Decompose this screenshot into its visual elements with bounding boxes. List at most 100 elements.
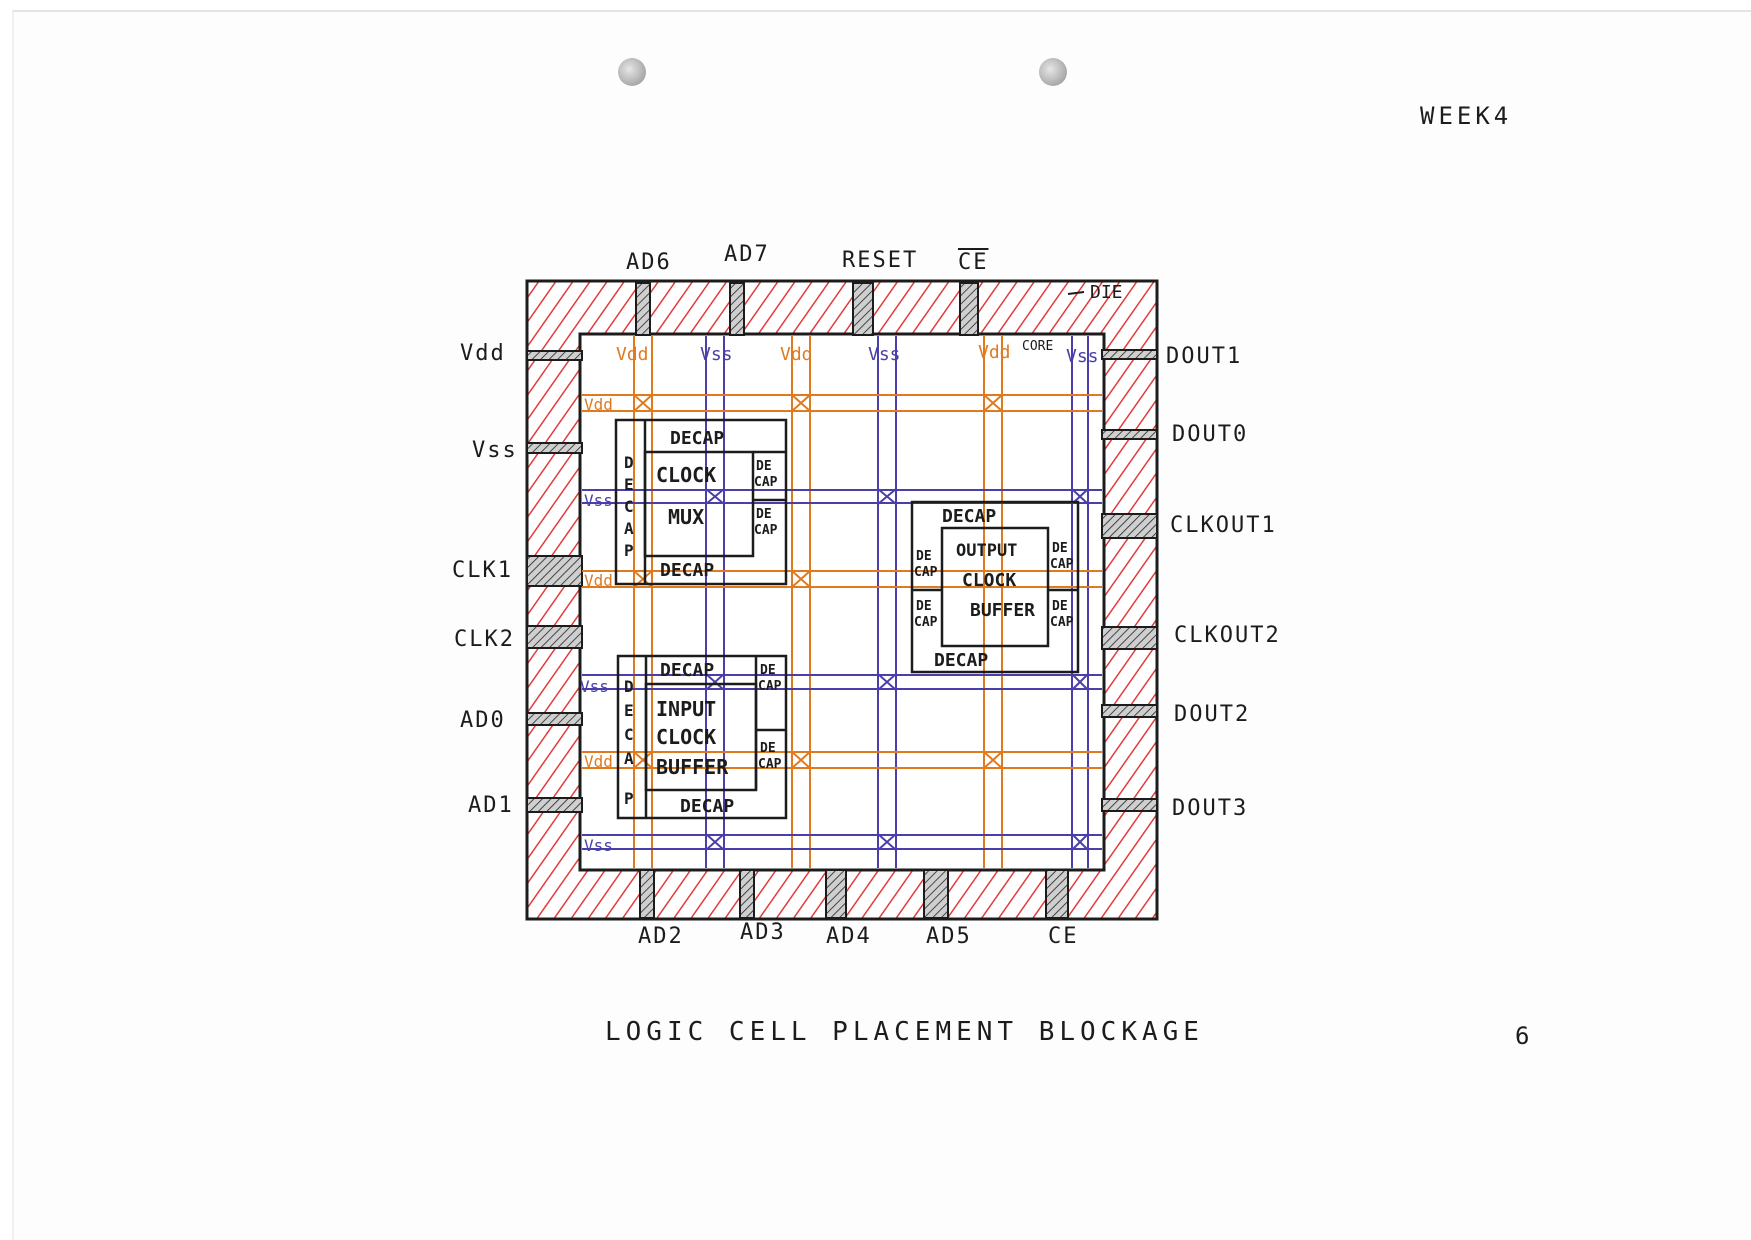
pin-pad-left — [526, 712, 583, 726]
pin-label-left-4: CLK2 — [454, 627, 515, 652]
decap-small-line: CAP — [758, 679, 782, 694]
input-clock-buffer-text: DECAP DECAP INPUT CLOCK BUFFER D E C A P… — [624, 660, 782, 817]
pin-label-bottom-3: AD4 — [826, 924, 872, 949]
via-mark — [790, 569, 812, 589]
decap-vertical-letter: C — [624, 497, 634, 516]
strap-label-v: Vdd — [780, 344, 813, 365]
via-mark — [705, 673, 725, 691]
horizontal-rail-labels: Vdd Vss Vdd Vss Vdd Vss — [580, 395, 613, 855]
decap-small-line: CAP — [758, 757, 782, 772]
via-mark — [982, 393, 1004, 413]
pin-pad-left — [526, 350, 583, 361]
pin-pad-top — [635, 282, 651, 336]
decap-small-line: CAP — [754, 523, 778, 538]
pin-pad-left — [526, 442, 583, 454]
decap-small-line: DE — [756, 507, 772, 522]
bottom-pads — [639, 869, 1069, 919]
die-pointer — [1067, 291, 1085, 295]
via-mark — [632, 393, 654, 413]
block-outline — [614, 418, 788, 586]
decap-vertical-letter: C — [624, 725, 634, 744]
rail-label-h: Vdd — [584, 571, 613, 590]
core-label: CORE — [1022, 339, 1053, 354]
pin-label-top-1: AD6 — [626, 250, 672, 275]
pin-label-bottom-4: AD5 — [926, 924, 972, 949]
decap-vertical-letter: E — [624, 701, 634, 720]
clock-mux-text: DECAP DECAP CLOCK MUX D E C A P DE CAP D… — [624, 428, 778, 581]
decap-small-line: CAP — [914, 565, 938, 580]
decap-small-line: DE — [756, 459, 772, 474]
cell-core — [940, 526, 1050, 648]
pin-label-left-1: Vdd — [460, 341, 506, 366]
core-area — [578, 332, 1106, 872]
pin-pad-left — [526, 555, 583, 587]
decap-top-label: DECAP — [670, 428, 724, 449]
right-pads — [1101, 349, 1158, 812]
pin-pad-top — [852, 282, 874, 336]
via-mark — [982, 750, 1004, 770]
pin-label-top-2: AD7 — [724, 242, 770, 267]
pin-label-right-1: DOUT1 — [1166, 344, 1243, 369]
pin-pad-top — [729, 282, 745, 336]
via-mark — [632, 750, 654, 770]
die-label: DIE — [1090, 282, 1123, 303]
decap-small-line: DE — [916, 599, 932, 614]
pin-label-right-3: CLKOUT1 — [1170, 513, 1277, 538]
decap-small-line: CAP — [914, 615, 938, 630]
decap-small-line: DE — [760, 741, 776, 756]
via-mark — [790, 750, 812, 770]
pin-label-right-6: DOUT3 — [1172, 796, 1249, 821]
decap-bottom-label: DECAP — [680, 796, 734, 817]
rail-label-h: Vss — [584, 836, 613, 855]
vertical-strap-labels: Vdd Vss Vdd Vss Vdd Vss — [616, 342, 1099, 367]
pin-pad-bottom — [923, 869, 949, 919]
strap-label-v: Vdd — [616, 344, 649, 365]
vertical-power-straps — [633, 336, 1089, 868]
pin-pad-bottom — [639, 869, 655, 919]
via-mark — [877, 833, 897, 851]
block-outline — [616, 654, 788, 820]
rail-label-h: Vdd — [584, 395, 613, 414]
decap-vertical-letter: P — [624, 789, 634, 808]
pin-label-left-3: CLK1 — [452, 558, 513, 583]
via-mark — [1071, 833, 1089, 851]
pin-label-right-2: DOUT0 — [1172, 422, 1249, 447]
output-clock-buffer-text: DECAP DECAP OUTPUT CLOCK BUFFER DE CAP D… — [914, 506, 1074, 671]
cell-name-line: OUTPUT — [956, 541, 1017, 561]
cell-name-line: INPUT — [656, 697, 716, 721]
top-pads — [635, 282, 979, 336]
strap-label-v: Vdd — [978, 342, 1011, 363]
output-clock-buffer-block — [910, 500, 1080, 674]
pin-label-left-2: Vss — [472, 438, 518, 463]
decap-vertical-letter: E — [624, 475, 634, 494]
decap-bottom-label: DECAP — [660, 560, 714, 581]
decap-vertical-letter: P — [624, 541, 634, 560]
block-outline — [910, 500, 1080, 674]
decap-small-line: DE — [916, 549, 932, 564]
pin-pad-bottom — [825, 869, 847, 919]
via-mark — [705, 833, 725, 851]
strap-label-v: Vss — [1066, 346, 1099, 367]
pin-pad-top — [959, 282, 979, 336]
decap-small-line: CAP — [1050, 557, 1074, 572]
decap-vertical-letter: D — [624, 453, 634, 472]
decap-small-line: CAP — [1050, 615, 1074, 630]
cell-name-line: BUFFER — [656, 755, 729, 779]
pin-pad-bottom — [739, 869, 755, 919]
decap-small-line: CAP — [754, 475, 778, 490]
pin-label-left-5: AD0 — [460, 708, 506, 733]
punch-hole-left — [618, 58, 646, 86]
pin-pad-right — [1101, 349, 1158, 360]
vss-vias — [705, 488, 1089, 851]
cell-name-line: CLOCK — [656, 725, 716, 749]
rail-label-h: Vss — [580, 677, 609, 696]
decap-small-line: DE — [1052, 541, 1068, 556]
pin-pad-left — [526, 625, 583, 649]
input-clock-buffer-block — [616, 654, 788, 820]
decap-vertical-letter: D — [624, 677, 634, 696]
via-mark — [877, 488, 897, 505]
pin-label-bottom-1: AD2 — [638, 924, 684, 949]
diagram-caption: LOGIC CELL PLACEMENT BLOCKAGE — [605, 1017, 1204, 1047]
strap-label-v: Vss — [700, 344, 733, 365]
